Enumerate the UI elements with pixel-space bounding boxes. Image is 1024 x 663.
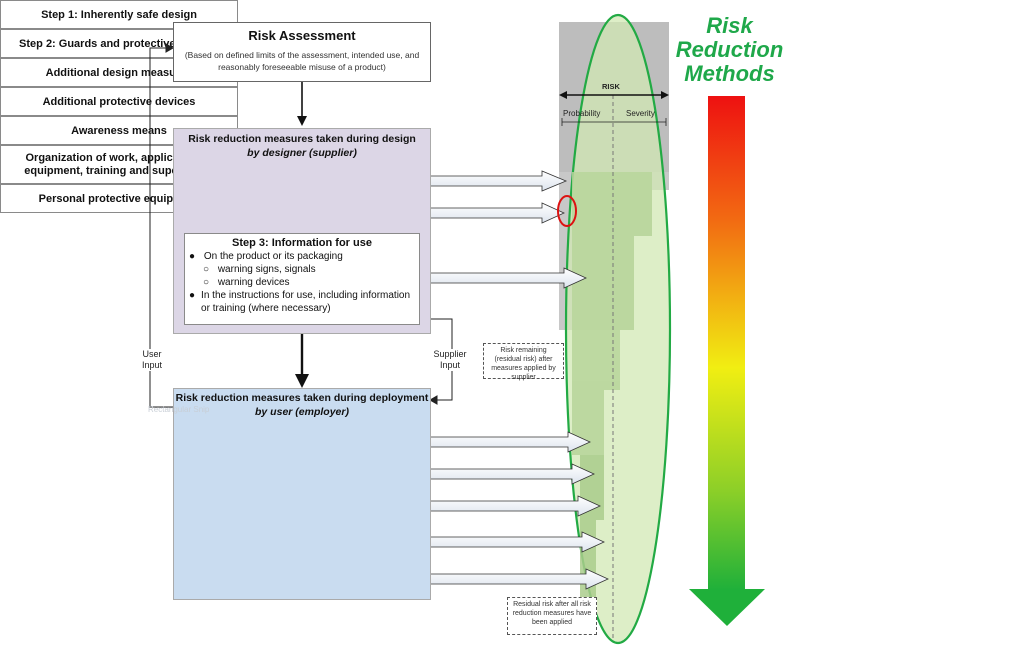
risk-assessment-subtitle: (Based on defined limits of the assessme… (184, 50, 420, 72)
rectangular-snip-label: Rectangular Snip (148, 405, 210, 414)
deployment-item-4: Organization of work, application of equ… (0, 145, 238, 184)
residual-risk-all-note: Residual risk after all risk reduction m… (507, 597, 597, 635)
step3-bullet2: ● In the instructions for use, including… (189, 289, 419, 315)
severity-label: Severity (626, 109, 655, 118)
residual-risk-supplier-note: Risk remaining (residual risk) after mea… (483, 343, 564, 381)
step3-sub2: ○ warning devices (203, 276, 419, 289)
block-arrows (427, 170, 609, 590)
step1-label: Step 1: Inherently safe design (41, 8, 197, 21)
deployment-item-2: Additional protective devices (0, 87, 238, 116)
deployment-section (173, 388, 431, 600)
step3-sub1: ○ warning signs, signals (203, 263, 419, 276)
probability-label: Probability (563, 109, 601, 118)
step3-bullet2-text: In the instructions for use, including i… (201, 290, 411, 314)
highlight-circle (557, 195, 577, 227)
step1-box: Step 1: Inherently safe design (0, 0, 238, 29)
risk-axis (559, 91, 669, 126)
methods-title-line1: Risk (706, 13, 753, 38)
design-section-subtitle: by designer (supplier) (247, 147, 357, 159)
risk-assessment-box: Risk Assessment (Based on defined limits… (173, 22, 431, 82)
deployment-item-5-label: Personal protective equipment (38, 192, 200, 205)
residual-risk-steps (572, 172, 652, 600)
flow-arrows (295, 82, 309, 388)
deployment-section-subtitle: by user (employer) (255, 406, 349, 418)
step3-title: Step 3: Information for use (232, 237, 372, 249)
step3-box: Step 3: Information for use ● On the pro… (184, 233, 420, 325)
circle-bullet-icon: ○ (203, 277, 210, 288)
risk-reduction-gradient-arrow (689, 96, 765, 626)
step3-bullet1-text: On the product or its packaging (203, 251, 343, 262)
design-section-title: Risk reduction measures taken during des… (188, 133, 416, 145)
step3-sub2-text: warning devices (217, 277, 290, 288)
methods-title-line2: Reduction (675, 37, 784, 62)
risk-reduction-methods-title: Risk Reduction Methods (662, 14, 797, 86)
methods-title-line3: Methods (684, 61, 775, 86)
bullet-dot-icon: ● (189, 290, 196, 301)
deployment-section-title: Risk reduction measures taken during dep… (175, 392, 429, 404)
risk-assessment-title: Risk Assessment (248, 28, 356, 43)
user-input-label: User Input (137, 349, 167, 371)
deployment-item-1: Additional design measures (0, 58, 238, 87)
step3-bullet1: ● On the product or its packaging (189, 250, 419, 263)
circle-bullet-icon: ○ (203, 264, 210, 275)
supplier-input-label: Supplier Input (430, 349, 470, 371)
bullet-dot-icon: ● (189, 251, 196, 262)
deployment-item-4-label: Organization of work, application of equ… (24, 151, 214, 177)
deployment-item-2-label: Additional protective devices (42, 95, 196, 108)
deployment-item-1-label: Additional design measures (45, 66, 193, 79)
deployment-item-3-label: Awareness means (71, 124, 167, 137)
risk-label: RISK (602, 82, 620, 91)
step3-sub1-text: warning signs, signals (217, 264, 316, 275)
